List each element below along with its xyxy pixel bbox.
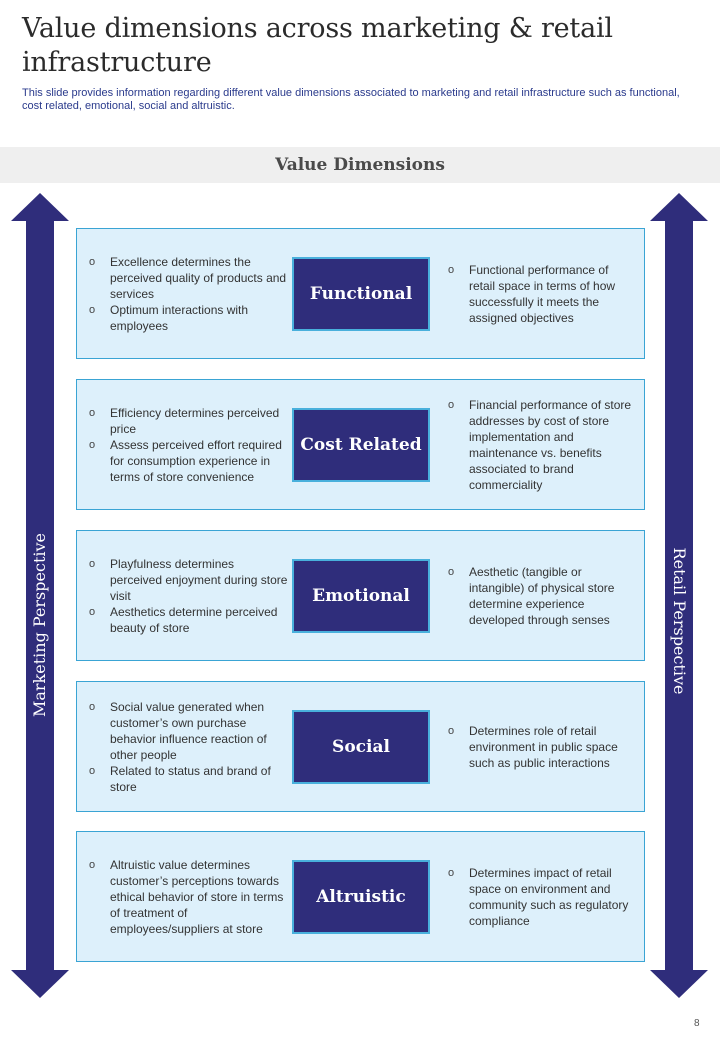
bullet-item: o Excellence determines the perceived qua… bbox=[89, 254, 289, 302]
bullet-item: o Efficiency determines perceived price bbox=[89, 405, 289, 437]
dimension-label: Emotional bbox=[312, 586, 410, 606]
dimension-label-box: Social bbox=[292, 710, 430, 784]
bullet-text: Social value generated when customer’s o… bbox=[110, 699, 267, 762]
bullet-circle-icon: o bbox=[89, 858, 96, 871]
bullet-item: o Aesthetic (tangible or intangible) of p… bbox=[448, 564, 634, 628]
bullet-item: o Optimum interactions with employees bbox=[89, 302, 289, 334]
dimension-label: Cost Related bbox=[300, 435, 422, 455]
page-title: Value dimensions across marketing & reta… bbox=[22, 13, 613, 78]
bullet-circle-icon: o bbox=[89, 764, 96, 777]
bullet-text: Aesthetics determine perceived beauty of… bbox=[110, 604, 278, 635]
bullet-text: Determines role of retail environment in… bbox=[469, 723, 618, 770]
bullet-text: Optimum interactions with employees bbox=[110, 302, 249, 333]
retail-perspective-label: Retail Perspective bbox=[670, 547, 689, 695]
bullet-circle-icon: o bbox=[448, 398, 455, 411]
bullet-item: o Altruistic value determines customer’s … bbox=[89, 857, 289, 937]
bullet-text: Related to status and brand of store bbox=[110, 763, 271, 794]
right-bullet-list: o Determines impact of retail space on en… bbox=[448, 832, 634, 961]
dimension-label-box: Functional bbox=[292, 257, 430, 331]
bullet-circle-icon: o bbox=[89, 700, 96, 713]
marketing-perspective-label: Marketing Perspective bbox=[30, 533, 49, 718]
bullet-item: o Functional performance of retail space … bbox=[448, 262, 634, 326]
marketing-perspective-arrow-icon bbox=[11, 193, 69, 998]
bullet-item: o Playfulness determines perceived enjoym… bbox=[89, 556, 289, 604]
dimension-card-altruistic: o Altruistic value determines customer’s … bbox=[76, 831, 645, 962]
bullet-circle-icon: o bbox=[89, 303, 96, 316]
bullet-text: Determines impact of retail space on env… bbox=[469, 865, 629, 928]
bullet-circle-icon: o bbox=[89, 557, 96, 570]
dimension-label-box: Cost Related bbox=[292, 408, 430, 482]
bullet-circle-icon: o bbox=[448, 263, 455, 276]
bullet-circle-icon: o bbox=[448, 565, 455, 578]
bullet-circle-icon: o bbox=[89, 438, 96, 451]
right-bullet-list: o Functional performance of retail space … bbox=[448, 229, 634, 358]
right-bullet-list: o Financial performance of store addresse… bbox=[448, 380, 634, 509]
dimension-card-social: o Social value generated when customer’s … bbox=[76, 681, 645, 812]
dimension-label: Social bbox=[332, 737, 390, 757]
left-bullet-list: o Social value generated when customer’s … bbox=[89, 682, 289, 811]
right-bullet-list: o Determines role of retail environment i… bbox=[448, 682, 634, 811]
bullet-text: Altruistic value determines customer’s p… bbox=[110, 857, 284, 936]
left-bullet-list: o Altruistic value determines customer’s … bbox=[89, 832, 289, 961]
bullet-text: Excellence determines the perceived qual… bbox=[110, 254, 287, 301]
bullet-text: Playfulness determines perceived enjoyme… bbox=[110, 556, 288, 603]
left-bullet-list: o Playfulness determines perceived enjoym… bbox=[89, 531, 289, 660]
dimension-card-functional: o Excellence determines the perceived qua… bbox=[76, 228, 645, 359]
bullet-item: o Aesthetics determine perceived beauty o… bbox=[89, 604, 289, 636]
bullet-item: o Related to status and brand of store bbox=[89, 763, 289, 795]
dimension-label-box: Altruistic bbox=[292, 860, 430, 934]
bullet-text: Functional performance of retail space i… bbox=[469, 262, 616, 325]
left-bullet-list: o Excellence determines the perceived qua… bbox=[89, 229, 289, 358]
page-number: 8 bbox=[694, 1018, 700, 1029]
bullet-item: o Determines role of retail environment i… bbox=[448, 723, 634, 771]
bullet-text: Financial performance of store addresses… bbox=[469, 397, 632, 492]
bullet-text: Assess perceived effort required for con… bbox=[110, 437, 282, 484]
bullet-circle-icon: o bbox=[89, 255, 96, 268]
bullet-circle-icon: o bbox=[448, 866, 455, 879]
dimension-label-box: Emotional bbox=[292, 559, 430, 633]
value-dimensions-header-band: Value Dimensions bbox=[0, 147, 720, 183]
dimension-label: Functional bbox=[309, 284, 413, 304]
right-bullet-list: o Aesthetic (tangible or intangible) of p… bbox=[448, 531, 634, 660]
bullet-item: o Social value generated when customer’s … bbox=[89, 699, 289, 763]
bullet-item: o Financial performance of store addresse… bbox=[448, 397, 634, 493]
bullet-circle-icon: o bbox=[89, 406, 96, 419]
dimension-label: Altruistic bbox=[316, 887, 406, 907]
dimension-card-emotional: o Playfulness determines perceived enjoym… bbox=[76, 530, 645, 661]
bullet-text: Efficiency determines perceived price bbox=[110, 405, 280, 436]
retail-perspective-arrow-icon bbox=[650, 193, 708, 998]
bullet-text: Aesthetic (tangible or intangible) of ph… bbox=[469, 564, 615, 627]
page-subtitle: This slide provides information regardin… bbox=[22, 87, 680, 112]
bullet-item: o Assess perceived effort required for co… bbox=[89, 437, 289, 485]
bullet-circle-icon: o bbox=[448, 724, 455, 737]
bullet-item: o Determines impact of retail space on en… bbox=[448, 865, 634, 929]
band-title: Value Dimensions bbox=[275, 155, 445, 175]
bullet-circle-icon: o bbox=[89, 605, 96, 618]
